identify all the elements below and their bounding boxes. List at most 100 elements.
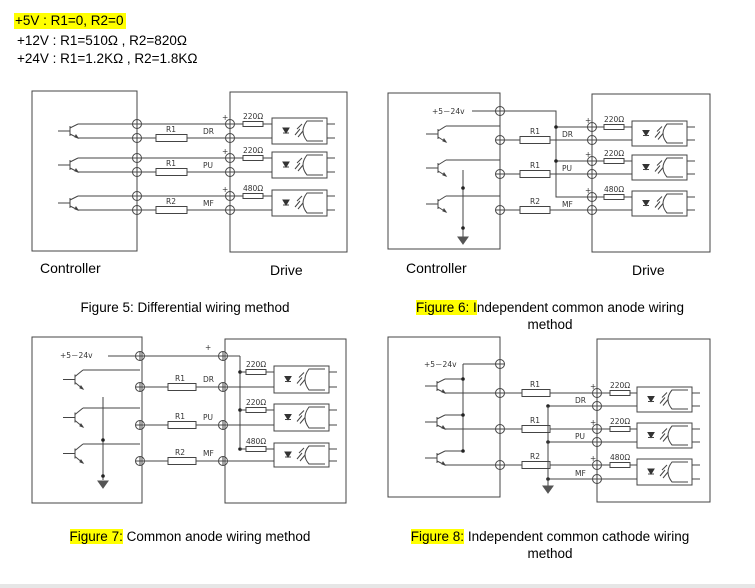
drive-resistor-label: 480Ω bbox=[246, 437, 266, 446]
fig8-caption-highlight: Figure 8: bbox=[410, 529, 465, 544]
wire bbox=[437, 195, 447, 202]
terminal-icon bbox=[592, 460, 602, 470]
wire bbox=[656, 160, 663, 166]
terminal-icon bbox=[587, 135, 597, 145]
fig7-caption-highlight: Figure 7: bbox=[69, 529, 123, 544]
signal-label-dr: DR bbox=[203, 375, 214, 384]
terminal-icon bbox=[218, 456, 228, 466]
terminal-icon bbox=[495, 388, 505, 398]
drive-resistor-icon bbox=[603, 124, 625, 130]
terminal-icon bbox=[218, 420, 228, 430]
page-bottom-edge bbox=[0, 584, 755, 588]
optocoupler-icon bbox=[273, 403, 337, 432]
wire bbox=[661, 428, 668, 434]
plus-sign: + bbox=[222, 113, 228, 122]
terminal-icon bbox=[132, 119, 142, 129]
drive-resistor-icon bbox=[609, 390, 631, 396]
terminal-icon bbox=[495, 106, 505, 116]
wire bbox=[74, 407, 84, 415]
wire bbox=[299, 417, 306, 424]
terminal-icon bbox=[592, 474, 602, 484]
wire bbox=[297, 164, 304, 172]
wire bbox=[297, 202, 304, 210]
terminal-icon bbox=[495, 169, 505, 179]
signal-label-mf: MF bbox=[203, 199, 214, 208]
optocoupler-icon bbox=[271, 189, 335, 217]
wire bbox=[662, 399, 669, 406]
wire bbox=[296, 195, 303, 202]
wire bbox=[662, 471, 669, 479]
junction-dot bbox=[554, 125, 558, 129]
drive-resistor-icon bbox=[609, 462, 631, 468]
signal-label-dr: DR bbox=[575, 396, 586, 405]
wire bbox=[296, 415, 303, 422]
resistor-r1-icon bbox=[521, 389, 551, 397]
terminal-icon bbox=[225, 205, 235, 215]
fig5-controller-label: Controller bbox=[40, 260, 101, 276]
terminal-icon bbox=[135, 456, 145, 466]
terminal-icon bbox=[587, 169, 597, 179]
terminal-icon bbox=[587, 192, 597, 202]
transistor-icon bbox=[58, 123, 80, 139]
wire bbox=[654, 165, 661, 172]
terminal-icon bbox=[132, 167, 142, 177]
wire bbox=[296, 157, 303, 164]
signal-label-pu: PU bbox=[203, 413, 213, 422]
signal-label-pu: PU bbox=[575, 432, 585, 441]
resistor-r1-icon bbox=[519, 170, 551, 178]
resistor-r2-icon bbox=[167, 457, 197, 465]
transistor-icon bbox=[426, 125, 448, 143]
terminal-icon bbox=[225, 191, 235, 201]
wire bbox=[656, 126, 663, 132]
signal-label-mf: MF bbox=[562, 200, 573, 209]
transistor-icon bbox=[425, 450, 447, 466]
terminal-icon bbox=[135, 351, 145, 361]
controller-box bbox=[387, 92, 501, 250]
wire bbox=[661, 392, 668, 398]
drive-box bbox=[596, 338, 711, 503]
wire bbox=[437, 125, 447, 132]
optocoupler-icon bbox=[631, 190, 695, 217]
wire bbox=[69, 195, 79, 201]
drive-resistor-label: 220Ω bbox=[243, 146, 263, 155]
terminal-icon bbox=[225, 133, 235, 143]
wire bbox=[654, 201, 661, 208]
terminal-icon bbox=[135, 420, 145, 430]
terminal-icon bbox=[135, 382, 145, 392]
wire bbox=[294, 162, 301, 170]
optocoupler-icon bbox=[636, 422, 700, 449]
terminal-icon bbox=[495, 460, 505, 470]
controller-box bbox=[387, 336, 501, 498]
fig6-drive-label: Drive bbox=[632, 262, 665, 278]
drive-resistor-label: 220Ω bbox=[604, 115, 624, 124]
terminal-icon bbox=[132, 205, 142, 215]
transistor-icon bbox=[63, 407, 85, 428]
resistor-label: R1 bbox=[166, 125, 176, 134]
wire bbox=[298, 447, 305, 454]
terminal-icon bbox=[225, 167, 235, 177]
terminal-icon bbox=[592, 388, 602, 398]
supply-label: +5－24v bbox=[424, 360, 457, 369]
resistor-r1-icon bbox=[155, 134, 188, 142]
fig7-caption-text: Common anode wiring method bbox=[122, 529, 311, 544]
resistor-r1-icon bbox=[167, 421, 197, 429]
optocoupler-icon bbox=[273, 442, 337, 468]
wire bbox=[294, 200, 301, 208]
wire bbox=[298, 410, 305, 416]
wire bbox=[437, 159, 447, 166]
wire bbox=[662, 435, 669, 442]
wire bbox=[505, 110, 592, 198]
plus-sign: + bbox=[585, 116, 591, 125]
transistor-icon bbox=[425, 378, 447, 394]
optocoupler-icon bbox=[271, 151, 335, 179]
resistor-r1-icon bbox=[167, 383, 197, 391]
resistor-label: R1 bbox=[175, 374, 185, 383]
junction-dot bbox=[461, 449, 465, 453]
fig5-drive-label: Drive bbox=[270, 262, 303, 278]
fig8-caption-line2: method bbox=[527, 546, 573, 561]
resistor-label: R2 bbox=[530, 452, 540, 461]
